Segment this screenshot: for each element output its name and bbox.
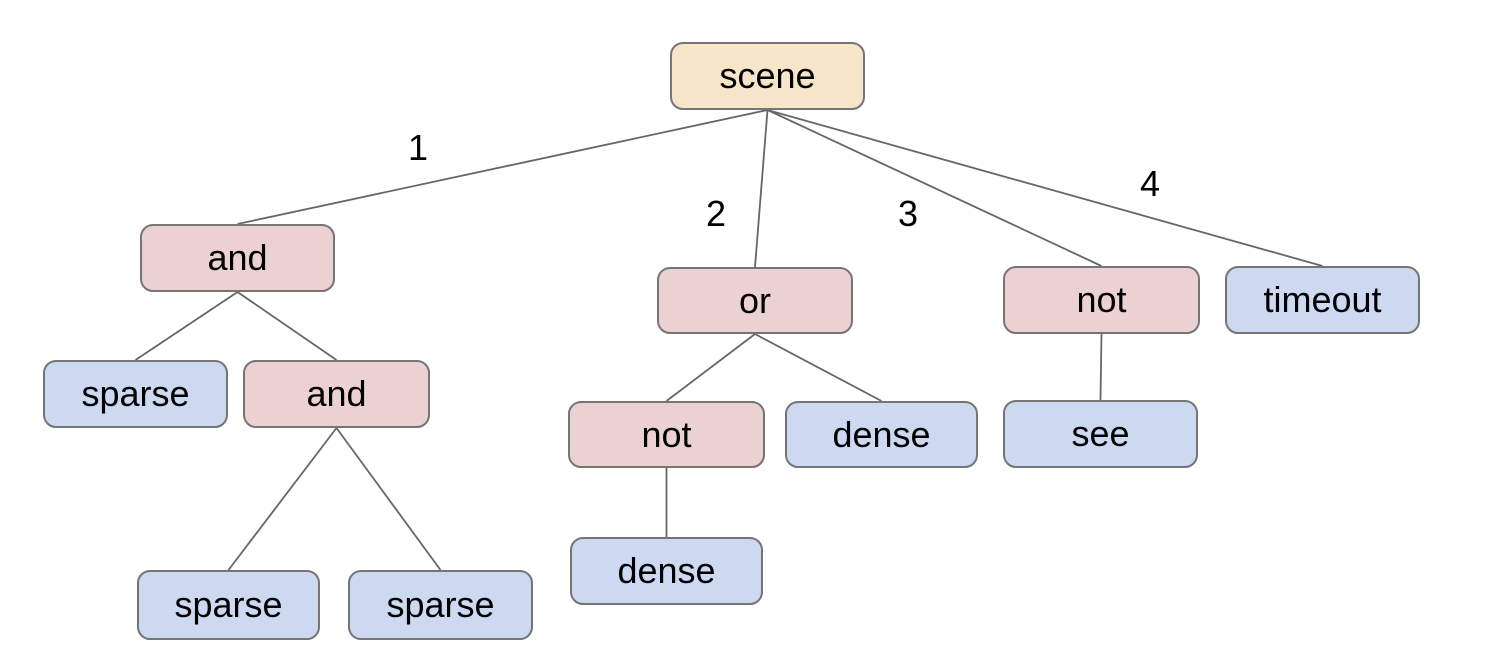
- edge-and2-to-sparse2: [227, 427, 338, 571]
- edge-scene-to-and1: [237, 109, 768, 225]
- node-sparse2: sparse: [137, 570, 320, 640]
- edge-scene-to-not2: [767, 109, 1102, 267]
- node-scene: scene: [670, 42, 865, 110]
- node-and1: and: [140, 224, 335, 292]
- edge-and1-to-and2: [236, 291, 338, 361]
- edge-or1-to-dense1: [754, 333, 882, 402]
- edge-or1-to-not1: [665, 333, 756, 402]
- edge-and2-to-sparse3: [335, 427, 442, 571]
- edge-scene-to-or1: [754, 109, 769, 268]
- node-see1: see: [1003, 400, 1198, 468]
- node-sparse3: sparse: [348, 570, 533, 640]
- node-dense1: dense: [785, 401, 978, 468]
- edge-label-1: 1: [407, 127, 429, 168]
- node-dense2: dense: [570, 537, 763, 605]
- node-and2: and: [243, 360, 430, 428]
- node-timeout1: timeout: [1225, 266, 1420, 334]
- edge-not2-to-see1: [1099, 333, 1103, 401]
- edge-and1-to-sparse1: [135, 291, 238, 361]
- edge-label-2: 2: [705, 193, 727, 234]
- edge-label-3: 3: [897, 193, 919, 234]
- edge-scene-to-timeout1: [767, 109, 1323, 267]
- node-sparse1: sparse: [43, 360, 228, 428]
- node-not2: not: [1003, 266, 1200, 334]
- node-or1: or: [657, 267, 853, 334]
- node-not1: not: [568, 401, 765, 468]
- edge-label-4: 4: [1139, 163, 1161, 204]
